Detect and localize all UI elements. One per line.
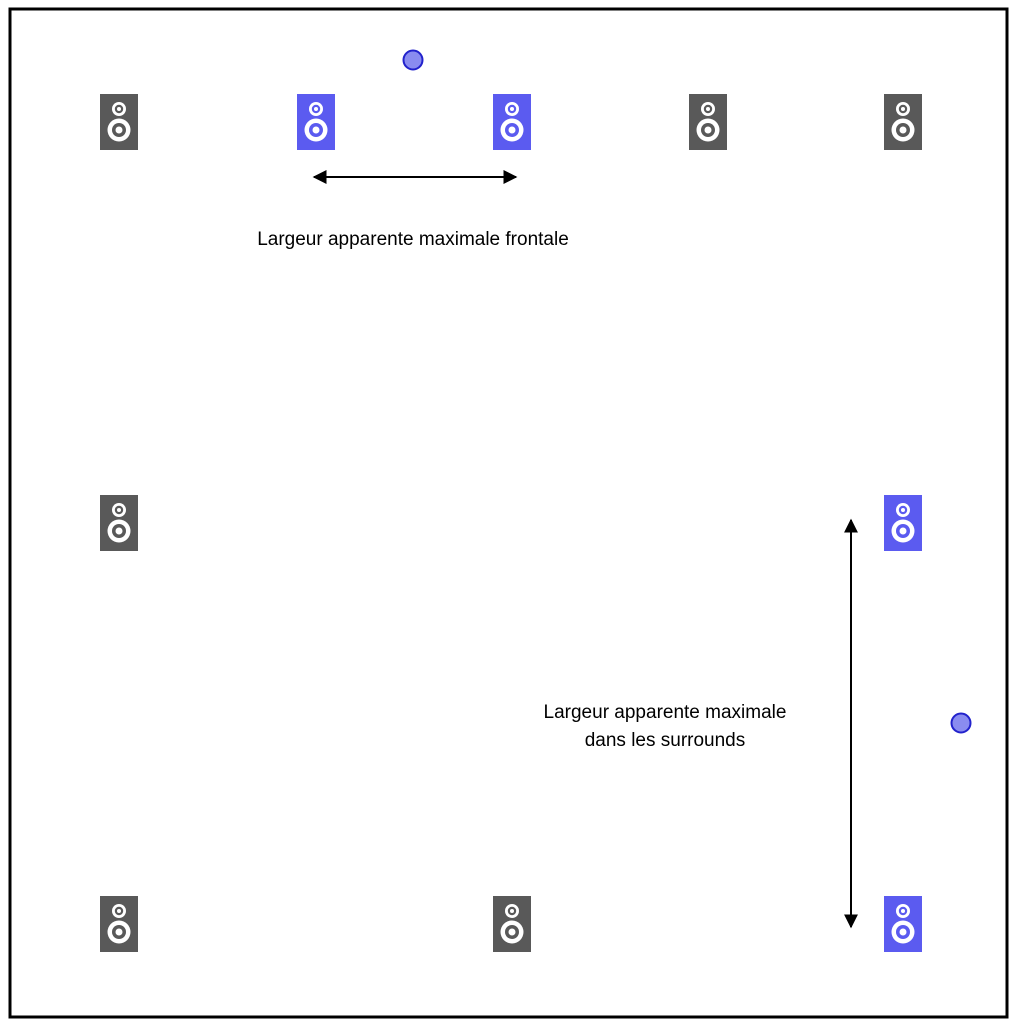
speaker-rear-center: [493, 896, 531, 952]
surround-width-label-line2: dans les surrounds: [585, 730, 746, 751]
speaker-front-left: [297, 94, 335, 150]
source-point-icon: [402, 49, 424, 71]
speaker-rear-right: [884, 896, 922, 952]
speaker-side-right: [884, 495, 922, 551]
speaker-front-left-outer: [100, 94, 138, 150]
speaker-group: [100, 94, 922, 952]
source-point-icon: [950, 712, 972, 734]
speaker-front-right: [493, 94, 531, 150]
speaker-side-left: [100, 495, 138, 551]
room-frame: [8, 7, 1009, 1019]
frontal-width-label: Largeur apparente maximale frontale: [257, 229, 569, 250]
speaker-rear-left: [100, 896, 138, 952]
surround-width-label-line1: Largeur apparente maximale: [544, 702, 787, 723]
speaker-front-right-wide: [689, 94, 727, 150]
speaker-front-right-outer: [884, 94, 922, 150]
